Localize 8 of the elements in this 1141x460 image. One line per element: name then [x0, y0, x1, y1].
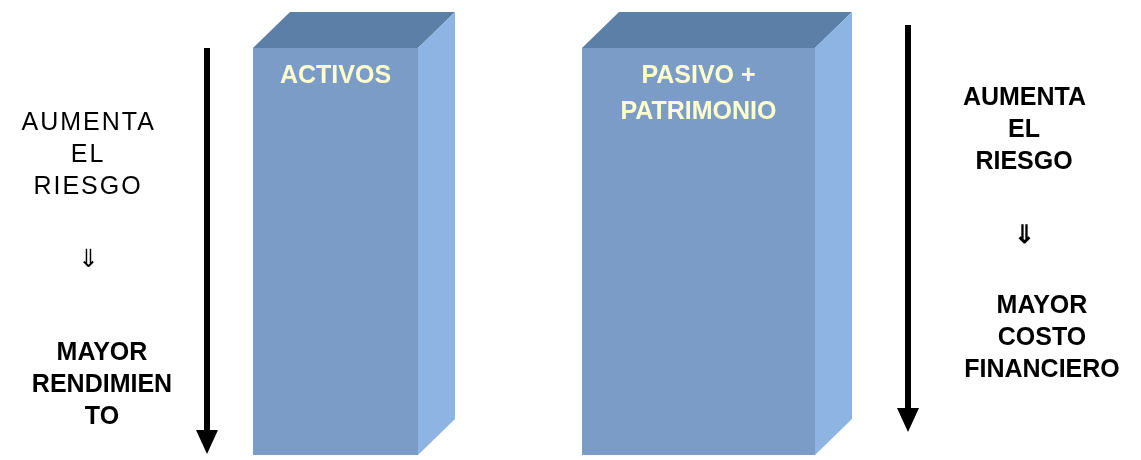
block-label: PASIVO + PATRIMONIO — [620, 59, 777, 126]
side-note: AUMENTA EL RIESGO — [962, 81, 1086, 176]
block-label: ACTIVOS — [279, 59, 392, 90]
down-arrow-symbol: ⇓ — [1013, 219, 1035, 250]
side-note: MAYOR RENDIMIEN TO — [31, 336, 173, 431]
side-note: MAYOR COSTO FINANCIERO — [964, 289, 1120, 384]
down-arrow-symbol: ⇓ — [77, 243, 99, 274]
side-note: AUMENTA EL RIESGO — [21, 106, 155, 201]
